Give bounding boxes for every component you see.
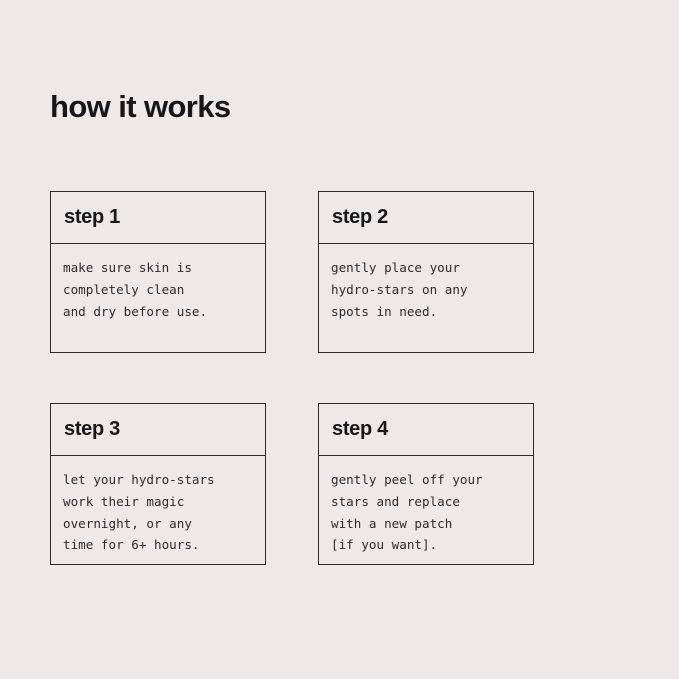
step-card-1-line-3: and dry before use. — [63, 303, 208, 319]
step-card-2-line-1: gently place your — [331, 260, 460, 275]
step-card-3-line-4: time for 6+ hours. — [63, 537, 200, 553]
step-card-1-line-2: completely clean — [63, 281, 185, 297]
step-card-4-line-2: stars and replace — [331, 493, 460, 509]
step-card-1-body: make sure skin is completely clean and d… — [51, 244, 265, 352]
page-title: how it works — [50, 88, 231, 124]
step-card-2-body: gently place your hydro-stars on any spo… — [319, 244, 533, 352]
step-card-2-header: step 2 — [319, 192, 533, 244]
step-card-3-body: let your hydro-stars work their magic ov… — [51, 456, 265, 564]
step-card-4-line-3: with a new patch — [331, 515, 453, 531]
step-card-3-title: step 3 — [64, 418, 121, 440]
step-card-4-line-4: [if you want]. — [331, 537, 438, 553]
steps-grid: step 1 make sure skin is completely clea… — [50, 191, 534, 565]
step-card-4-header: step 4 — [319, 404, 533, 456]
step-card-3-line-1: let your hydro-stars — [63, 472, 215, 487]
step-card-3-line-2: work their magic — [63, 493, 185, 509]
step-card-4-body: gently peel off your stars and replace w… — [319, 456, 533, 564]
step-card-2-line-2: hydro-stars on any — [331, 281, 468, 297]
step-card-1-header: step 1 — [51, 192, 265, 244]
step-card-1-title: step 1 — [64, 206, 121, 228]
step-card-2-line-3: spots in need. — [331, 303, 438, 319]
step-card-3: step 3 let your hydro-stars work their m… — [50, 403, 266, 565]
step-card-1-line-1: make sure skin is — [63, 260, 192, 275]
step-card-2-title: step 2 — [332, 206, 389, 228]
step-card-3-header: step 3 — [51, 404, 265, 456]
step-card-4-title: step 4 — [332, 418, 389, 440]
step-card-3-line-3: overnight, or any — [63, 515, 192, 531]
step-card-4-line-1: gently peel off your — [331, 472, 483, 487]
step-card-4: step 4 gently peel off your stars and re… — [318, 403, 534, 565]
step-card-2: step 2 gently place your hydro-stars on … — [318, 191, 534, 353]
step-card-1: step 1 make sure skin is completely clea… — [50, 191, 266, 353]
